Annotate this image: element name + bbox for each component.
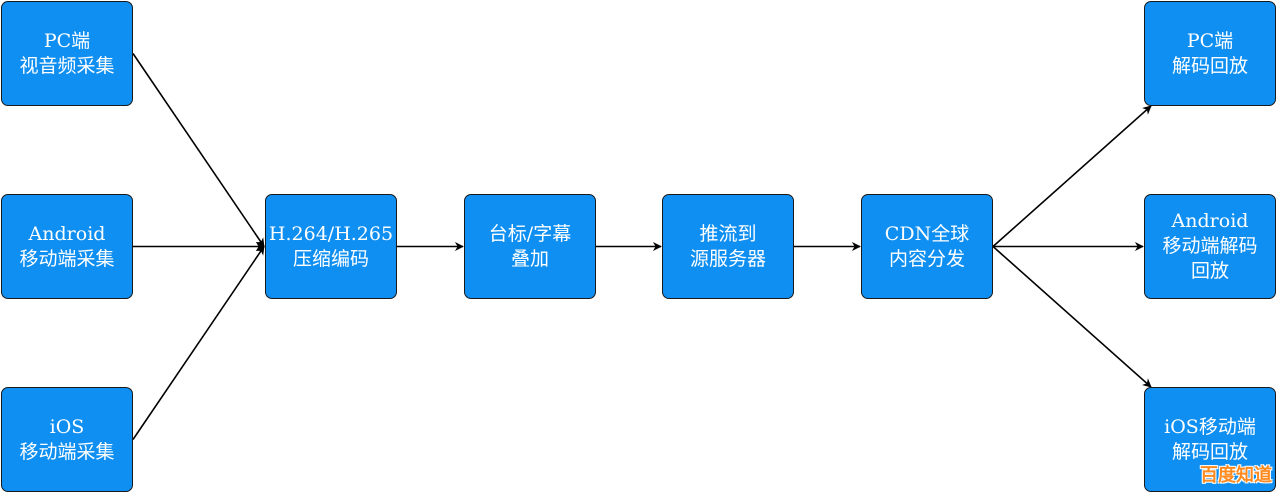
ios-decode-node: iOS移动端 解码回放: [1144, 387, 1276, 492]
node-line: Android: [1171, 210, 1249, 232]
node-line: 台标/字幕: [488, 222, 572, 245]
ios-capture-node: iOS 移动端采集: [1, 387, 133, 492]
node-line: 叠加: [510, 247, 549, 270]
arrow-cdn-to-ios-decode: [992, 245, 1152, 388]
node-line: 移动端采集: [19, 440, 115, 463]
arrow-pc-capture-to-encode: [132, 53, 265, 248]
watermark-logo: 百度知道: [1200, 465, 1272, 486]
node-line: CDN全球: [884, 222, 970, 245]
node-line: PC端: [1186, 29, 1234, 52]
node-line: PC端: [43, 29, 91, 52]
node-line: 移动端采集: [19, 247, 115, 270]
node-line: iOS: [49, 415, 85, 438]
node-line: iOS移动端: [1164, 415, 1256, 438]
node-line: 压缩编码: [292, 247, 369, 270]
node-line: 移动端解码: [1162, 235, 1258, 257]
node-line: H.264/H.265: [268, 222, 394, 245]
pc-decode-node: PC端 解码回放: [1144, 1, 1276, 106]
node-line: 推流到: [699, 222, 757, 245]
node-line: 视音频采集: [19, 54, 115, 77]
pc-capture-node: PC端 视音频采集: [1, 1, 133, 106]
node-line: 源服务器: [689, 247, 766, 270]
node-line: Android: [28, 222, 106, 245]
android-capture-node: Android 移动端采集: [1, 194, 133, 299]
arrow-ios-capture-to-encode: [132, 245, 265, 440]
cdn-node: CDN全球 内容分发: [861, 194, 993, 299]
node-line: 解码回放: [1171, 440, 1248, 463]
node-line: 内容分发: [888, 247, 965, 270]
node-line: 回放: [1190, 260, 1229, 282]
encode-node: H.264/H.265 压缩编码: [265, 194, 397, 299]
arrow-cdn-to-pc-decode: [992, 105, 1152, 248]
android-decode-node: Android 移动端解码 回放: [1144, 194, 1276, 299]
push-node: 推流到 源服务器: [662, 194, 794, 299]
node-line: 解码回放: [1171, 54, 1248, 77]
overlay-node: 台标/字幕 叠加: [464, 194, 596, 299]
